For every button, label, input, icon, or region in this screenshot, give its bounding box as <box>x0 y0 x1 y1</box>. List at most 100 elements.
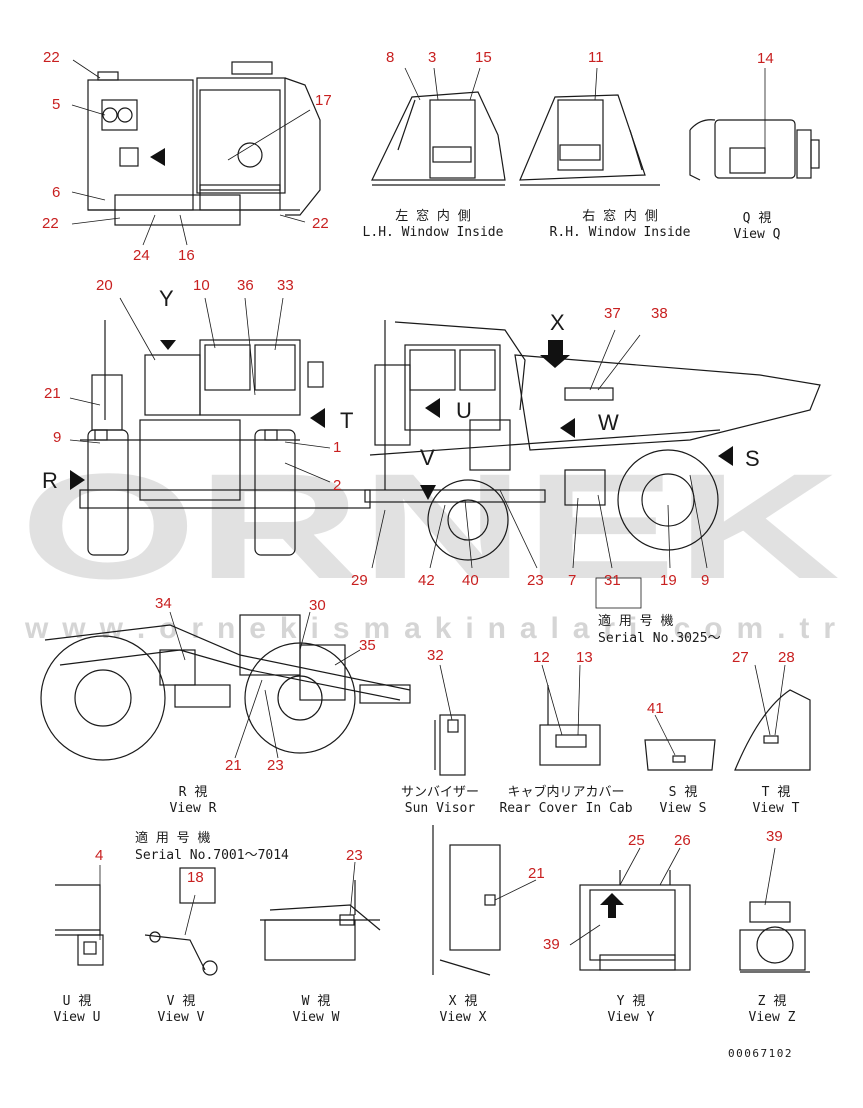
callout-number: 16 <box>178 247 195 264</box>
callout-number: 39 <box>766 828 783 845</box>
view-w-drawing <box>260 880 381 961</box>
callout-number: 3 <box>428 49 436 66</box>
view-label: View T <box>753 801 800 816</box>
view-label: L.H. Window Inside <box>363 225 504 240</box>
callout-number: 29 <box>351 572 368 589</box>
arrow-icon <box>425 398 440 418</box>
watermark-url: w w w . o r n e k i s m a k i n a l a r … <box>24 612 835 645</box>
callout-number: 39 <box>543 936 560 953</box>
callout-number: 9 <box>701 572 709 589</box>
callout-number: 23 <box>346 847 363 864</box>
view-letter: U <box>456 398 472 423</box>
callout-number: 19 <box>660 572 677 589</box>
callout-number: 32 <box>427 647 444 664</box>
arrow-icon <box>540 340 570 368</box>
callout-number: 38 <box>651 305 668 322</box>
view-label-jp: S 視 <box>669 785 698 800</box>
watermark-logo: ORNEK <box>20 442 840 610</box>
rh-window-drawing <box>519 94 660 186</box>
front-view-drawing <box>79 320 371 556</box>
arrow-icon <box>150 148 165 166</box>
view-label: View S <box>660 801 707 816</box>
serial-note-jp: 適 用 号 機 <box>135 830 210 846</box>
view-letter: V <box>420 445 435 470</box>
callout-number: 20 <box>96 277 113 294</box>
rear-cover-drawing <box>539 685 601 766</box>
view-label-jp: R 視 <box>179 785 208 800</box>
view-label: View V <box>158 1010 205 1025</box>
callout-number: 8 <box>386 49 394 66</box>
callout-number: 2 <box>333 477 341 494</box>
truck-side-drawing <box>364 320 821 561</box>
sun-visor-drawing <box>434 714 466 776</box>
view-label: View X <box>440 1010 487 1025</box>
arrow-icon <box>718 446 733 466</box>
callout-number: 30 <box>309 597 326 614</box>
view-letter: X <box>550 310 565 335</box>
callout-number: 34 <box>155 595 172 612</box>
callout-number: 15 <box>475 49 492 66</box>
callout-number: 21 <box>528 865 545 882</box>
view-label-jp: U 視 <box>63 994 92 1009</box>
view-label-jp: Y 視 <box>617 994 646 1009</box>
callout-number: 26 <box>674 832 691 849</box>
callout-number: 25 <box>628 832 645 849</box>
callout-number: 6 <box>52 184 60 201</box>
callout-number: 28 <box>778 649 795 666</box>
view-x-drawing <box>432 825 501 976</box>
callout-number: 33 <box>277 277 294 294</box>
view-label-jp: W 視 <box>302 994 331 1009</box>
view-label-jp: V 視 <box>167 994 196 1009</box>
view-letter: Y <box>159 286 174 311</box>
callout-number: 22 <box>312 215 329 232</box>
view-label: Sun Visor <box>405 801 476 816</box>
serial-note: Serial No.7001～7014 <box>135 848 289 863</box>
view-label-jp: キャブ内リアカバー <box>507 784 624 800</box>
serial-note: Serial No.3025～ <box>598 631 721 646</box>
view-r-drawing <box>40 614 411 761</box>
view-letter: S <box>745 446 760 471</box>
callout-number: 22 <box>42 215 59 232</box>
view-label: View Q <box>734 227 781 242</box>
callout-number: 14 <box>757 50 774 67</box>
view-letter: R <box>42 468 58 493</box>
callout-number: 1 <box>333 439 341 456</box>
view-letter: W <box>598 410 619 435</box>
view-label: R.H. Window Inside <box>550 225 691 240</box>
callout-number: 31 <box>604 572 621 589</box>
callout-number: 35 <box>359 637 376 654</box>
callout-number: 5 <box>52 96 60 113</box>
callout-number: 7 <box>568 572 576 589</box>
callout-number: 21 <box>44 385 61 402</box>
view-z-drawing <box>739 901 810 973</box>
view-u-drawing <box>55 884 104 966</box>
callout-number: 42 <box>418 572 435 589</box>
callout-number: 23 <box>527 572 544 589</box>
callout-number: 21 <box>225 757 242 774</box>
arrow-icon <box>70 470 85 490</box>
view-label-jp: X 視 <box>449 994 478 1009</box>
callout-number: 17 <box>315 92 332 109</box>
view-label-jp: Z 視 <box>758 994 787 1009</box>
view-q-drawing <box>689 119 820 181</box>
arrow-icon <box>310 408 325 428</box>
view-v-drawing <box>144 867 218 976</box>
view-t-drawing <box>734 689 811 771</box>
view-y-drawing <box>579 870 691 971</box>
callout-number: 11 <box>588 49 604 66</box>
view-s-drawing <box>644 739 716 771</box>
callout-number: 4 <box>95 847 103 864</box>
view-label-jp: サンバイザー <box>401 785 479 800</box>
callout-number: 12 <box>533 649 550 666</box>
view-label: View Y <box>608 1010 655 1025</box>
view-label: Rear Cover In Cab <box>499 801 632 816</box>
callout-number: 36 <box>237 277 254 294</box>
callout-number: 23 <box>267 757 284 774</box>
callout-number: 41 <box>647 700 664 717</box>
view-label: View R <box>170 801 217 816</box>
callout-number: 9 <box>53 429 61 446</box>
callout-number: 27 <box>732 649 749 666</box>
